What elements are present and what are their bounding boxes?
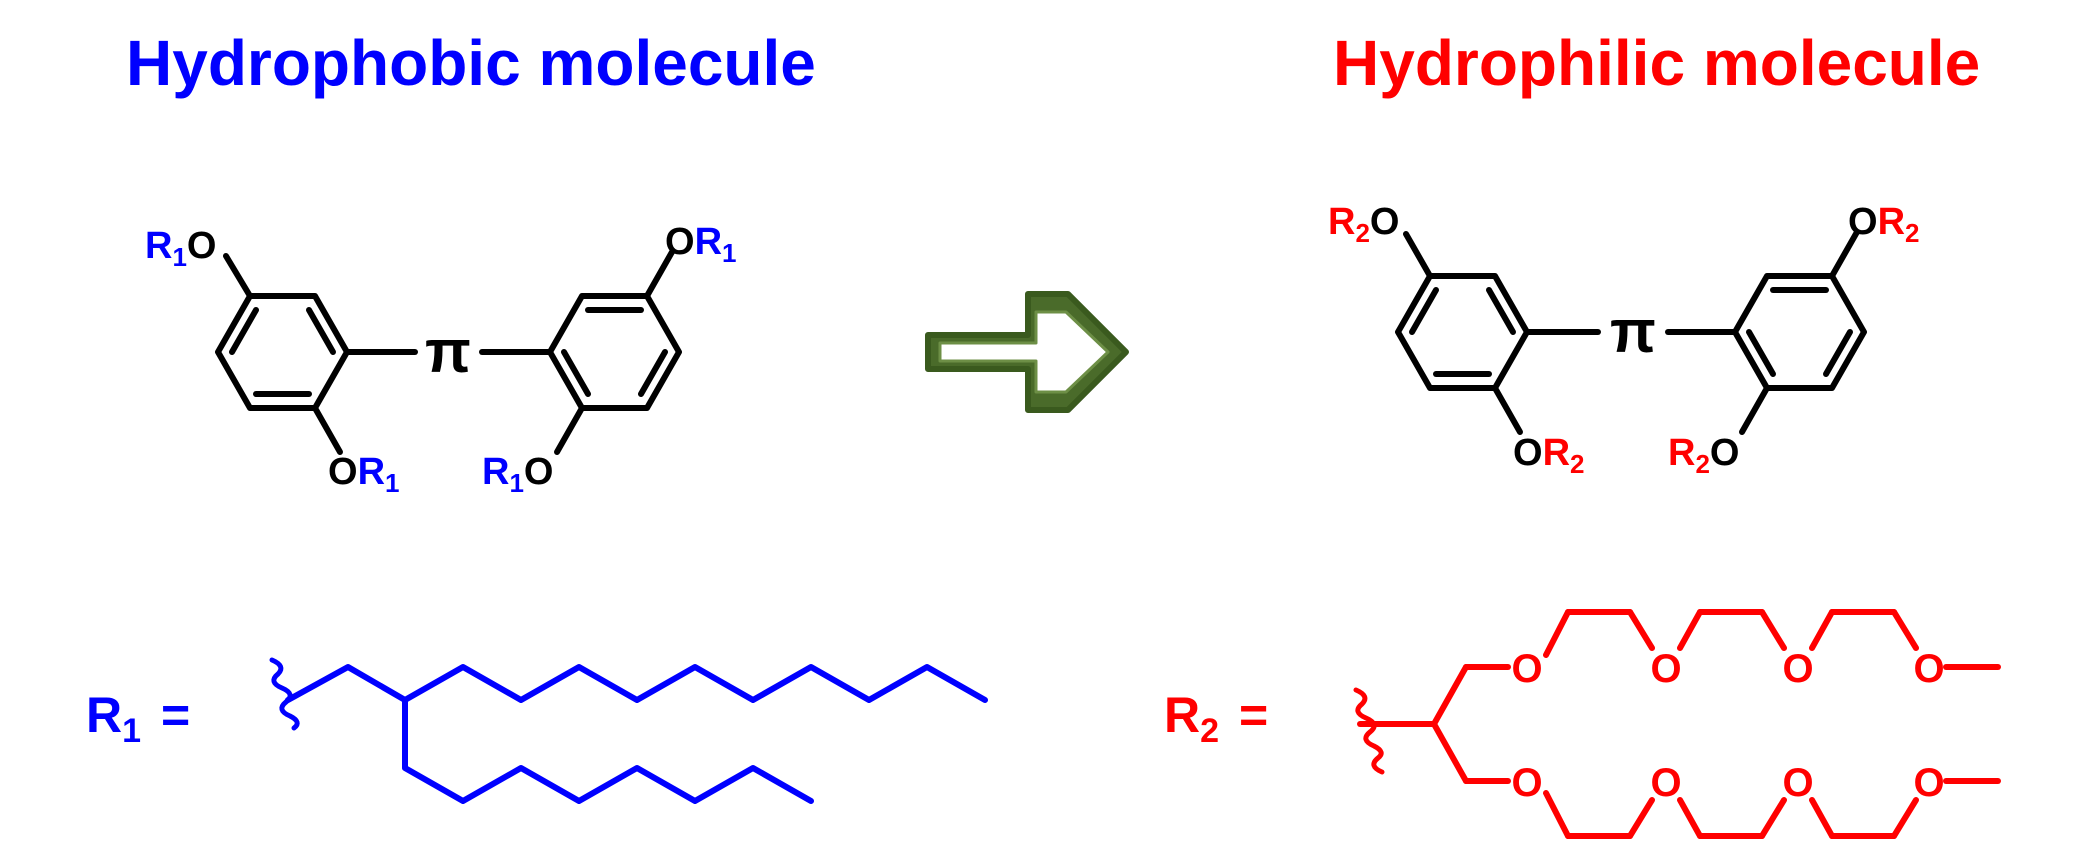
r2-glycol-chains xyxy=(1357,609,2001,839)
wavy-bond-icon xyxy=(1353,687,1385,775)
r1-definition-label: R1= xyxy=(86,687,190,750)
r1o-bottom-right-label: R1O xyxy=(482,451,553,498)
r2o-bottom-right-label: R2O xyxy=(1668,432,1739,479)
or1-top-right-label: OR1 xyxy=(665,221,736,268)
hydrophobic-title: Hydrophobic molecule xyxy=(126,27,816,99)
or2-top-right-label: OR2 xyxy=(1848,201,1919,248)
r1-alkyl-chain xyxy=(285,664,988,804)
oxygen-atom: O xyxy=(1913,761,1944,805)
r2o-top-left-label: R2O xyxy=(1328,201,1399,248)
or1-bottom-left-label: OR1 xyxy=(328,451,399,498)
hydrophobic-core-structure xyxy=(215,249,682,455)
r1o-top-left-label: R1O xyxy=(145,225,216,272)
oxygen-atom: O xyxy=(1913,647,1944,691)
oxygen-atom: O xyxy=(1650,647,1681,691)
r2-definition-label: R2= xyxy=(1164,687,1268,750)
hydrophilic-core-structure xyxy=(1395,229,1867,435)
pi-linker-right: π xyxy=(1610,298,1656,365)
oxygen-atom: O xyxy=(1650,761,1681,805)
glycol-oxygen-atoms: O O O O O O O O xyxy=(1511,647,1944,805)
right-arrow-icon xyxy=(925,291,1129,413)
pi-linker-left: π xyxy=(425,318,471,385)
oxygen-atom: O xyxy=(1511,647,1542,691)
wavy-bond-icon xyxy=(269,657,300,731)
or2-bottom-left-label: OR2 xyxy=(1513,432,1584,479)
hydrophilic-title: Hydrophilic molecule xyxy=(1333,27,1981,99)
oxygen-atom: O xyxy=(1782,761,1813,805)
oxygen-atom: O xyxy=(1511,761,1542,805)
oxygen-atom: O xyxy=(1782,647,1813,691)
